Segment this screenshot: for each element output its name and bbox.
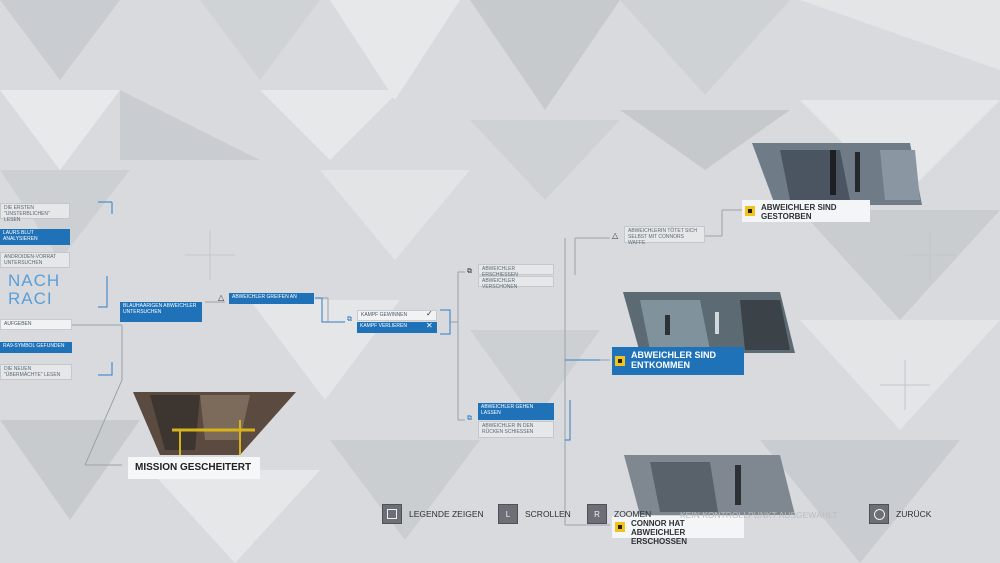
back-button[interactable]: ZURÜCK xyxy=(869,503,931,525)
lock-icon-escaped xyxy=(615,356,625,366)
node-shoot-in-back[interactable]: ABWEICHLER IN DEN RÜCKEN SCHIESSEN xyxy=(478,421,554,438)
legend-button[interactable]: LEGENDE ZEIGEN xyxy=(382,503,484,525)
lock-icon-shot xyxy=(615,522,625,532)
node-win-fight[interactable]: KAMPF GEWINNEN xyxy=(357,310,437,321)
mission-failed-node[interactable]: MISSION GESCHEITERT xyxy=(128,457,260,479)
node-give-up[interactable]: AUFGEBEN xyxy=(0,319,72,330)
node-analyze-blood[interactable]: LAURS BLUT ANALYSIEREN xyxy=(0,229,70,245)
scene-thumbnail-escaped xyxy=(623,292,795,353)
node-read-first-immortals[interactable]: DIE ERSTEN "UNSTERBLICHEN" LESEN xyxy=(0,203,70,223)
outcome-deviants-died[interactable]: ABWEICHLER SIND GESTORBEN xyxy=(742,200,870,222)
zoom-label: ZOOMEN xyxy=(614,509,652,519)
outcome-died-label: ABWEICHLER SIND GESTORBEN xyxy=(761,203,837,221)
chapter-title-line2: RACI xyxy=(8,289,53,308)
lock-icon xyxy=(745,206,755,216)
scene-thumbnail-died xyxy=(752,143,922,205)
node-let-deviants-go[interactable]: ABWEICHLER GEHEN LASSEN xyxy=(478,403,554,420)
node-read-new-powers[interactable]: DIE NEUEN "ÜBERMÄCHTE" LESEN xyxy=(0,364,72,380)
branch-icon-2: ⧉ xyxy=(467,268,472,275)
no-checkpoint-selected: KEIN KONTROLLPUNKT AUSGEWÄHLT xyxy=(680,510,838,520)
left-stick-icon: L xyxy=(498,504,518,524)
legend-label: LEGENDE ZEIGEN xyxy=(409,509,484,519)
outcome-escaped-label: ABWEICHLER SIND ENTKOMMEN xyxy=(631,350,716,370)
node-deviant-kills-herself[interactable]: ABWEICHLERIN TÖTET SICH SELBST MIT CONNO… xyxy=(624,226,705,246)
triangle-button-icon-2: △ xyxy=(612,231,619,240)
outcome-deviants-escaped[interactable]: ABWEICHLER SIND ENTKOMMEN xyxy=(612,347,744,375)
node-shoot-deviants[interactable]: ABWEICHLER ERSCHIESSEN xyxy=(478,264,554,278)
chapter-title-line1: NACH xyxy=(8,271,61,290)
check-icon: ✓ xyxy=(426,309,433,318)
cross-icon: ✕ xyxy=(426,321,433,330)
scroll-button[interactable]: L SCROLLEN xyxy=(498,503,571,525)
zoom-button[interactable]: R ZOOMEN xyxy=(587,503,651,525)
circle-button-icon xyxy=(869,504,889,524)
outcome-connor-shot-deviants[interactable]: CONNOR HAT ABWEICHLER ERSCHOSSEN xyxy=(612,516,744,546)
scroll-label: SCROLLEN xyxy=(525,509,571,519)
outcome-shot-label: CONNOR HAT ABWEICHLER ERSCHOSSEN xyxy=(631,519,688,546)
triangle-button-icon: △ xyxy=(218,293,225,302)
square-button-icon xyxy=(382,504,402,524)
node-lose-fight[interactable]: KAMPF VERLIEREN xyxy=(357,322,437,333)
scene-thumbnail-shot xyxy=(624,455,795,515)
right-stick-icon: R xyxy=(587,504,607,524)
node-investigate-blue-haired[interactable]: BLAUHAARIGEN ABWEICHLER UNTERSUCHEN xyxy=(120,302,202,322)
scene-thumbnail-mission-failed xyxy=(133,392,296,455)
node-ra9-symbol[interactable]: RA9-SYMBOL GEFUNDEN xyxy=(0,342,72,353)
branch-icon-3: ⧉ xyxy=(467,415,472,422)
back-label: ZURÜCK xyxy=(896,509,932,519)
node-deviants-attack[interactable]: ABWEICHLER GREIFEN AN xyxy=(229,293,314,304)
node-inspect-android-stock[interactable]: ANDROIDEN-VORRAT UNTERSUCHEN xyxy=(0,252,70,268)
node-spare-deviants[interactable]: ABWEICHLER VERSCHONEN xyxy=(478,276,554,290)
branch-icon: ⧉ xyxy=(347,316,352,323)
